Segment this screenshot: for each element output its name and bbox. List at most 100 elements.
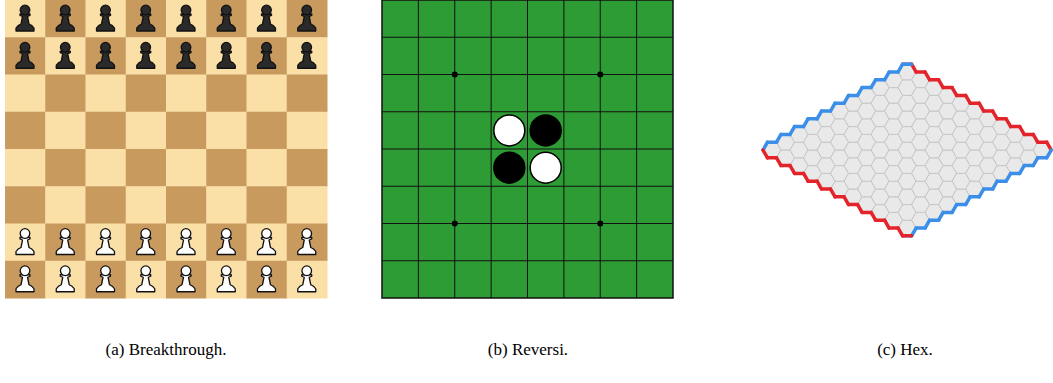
board-square [5,186,46,224]
player-border [1024,164,1033,168]
pawn-piece [217,42,235,68]
pawn-head [262,229,272,239]
pawn-piece [97,266,115,292]
board-square [287,186,328,224]
pawn-body [16,14,34,31]
pawn-body [97,275,115,292]
pawn-piece [16,266,34,292]
pawn-head [60,266,70,276]
board-square [166,37,207,75]
pawn-head [20,5,30,15]
pawn-piece [56,5,74,31]
pawn-piece [137,229,155,255]
star-point [452,72,458,78]
pawn-head [181,42,191,52]
pawn-head [101,42,111,52]
board-square [5,112,46,150]
breakthrough-board [5,0,328,299]
pawn-head [141,42,151,52]
board-square [5,224,46,262]
board-square [287,0,328,38]
pawn-body [258,275,276,292]
board-square [45,112,86,150]
pawn-piece [177,5,195,31]
board-square [126,37,167,75]
pawn-piece [97,42,115,68]
board-square [5,75,46,113]
pawn-body [258,238,276,255]
board-square [206,37,247,75]
board-square [287,149,328,187]
pawn-piece [298,5,316,31]
board-square [247,186,288,224]
disc-piece [494,115,525,146]
board-square [247,149,288,187]
board-square [45,149,86,187]
pawn-piece [16,42,34,68]
board-square [166,0,207,38]
board-square [287,75,328,113]
pawn-body [137,51,155,68]
pawn-piece [56,42,74,68]
pawn-piece [298,229,316,255]
board-square [247,261,288,299]
board-square [206,75,247,113]
pawn-body [56,238,74,255]
pawn-piece [16,229,34,255]
pawn-piece [258,229,276,255]
board-square [287,37,328,75]
subfigure-caption: (c) Hex. [877,340,933,360]
player-border [903,62,912,66]
pawn-piece [97,229,115,255]
player-border [1011,172,1020,176]
pawn-head [302,42,312,52]
board-square [166,75,207,113]
pawn-body [177,14,195,31]
board-square [247,224,288,262]
board-square [206,261,247,299]
board-square [166,186,207,224]
player-border [916,226,925,230]
pawn-head [262,42,272,52]
disc-piece [494,152,525,183]
pawn-body [97,238,115,255]
hex-cell [1033,142,1051,158]
pawn-head [60,229,70,239]
grid-line [382,223,673,224]
pawn-piece [137,42,155,68]
pawn-body [137,238,155,255]
pawn-piece [258,42,276,68]
grid-line [382,74,673,75]
board-square [247,75,288,113]
pawn-body [177,238,195,255]
pawn-body [298,238,316,255]
pawn-head [60,5,70,15]
board-square [287,261,328,299]
board-square [247,112,288,150]
board-square [45,261,86,299]
board-square [5,37,46,75]
pawn-body [298,51,316,68]
board-square [126,75,167,113]
board-square [206,112,247,150]
pawn-body [217,14,235,31]
board-square [287,224,328,262]
star-point [597,221,603,227]
pawn-head [181,266,191,276]
pawn-body [16,275,34,292]
grid-line [382,111,673,112]
board-square [126,0,167,38]
board-square [206,224,247,262]
pawn-head [302,5,312,15]
pawn-body [56,275,74,292]
board-square [126,149,167,187]
grid-line [382,260,673,261]
board-square [166,112,207,150]
board-square [45,224,86,262]
pawn-head [101,5,111,15]
pawn-body [298,14,316,31]
pawn-piece [97,5,115,31]
board-square [86,149,127,187]
player-border [997,179,1006,183]
pawn-body [16,238,34,255]
